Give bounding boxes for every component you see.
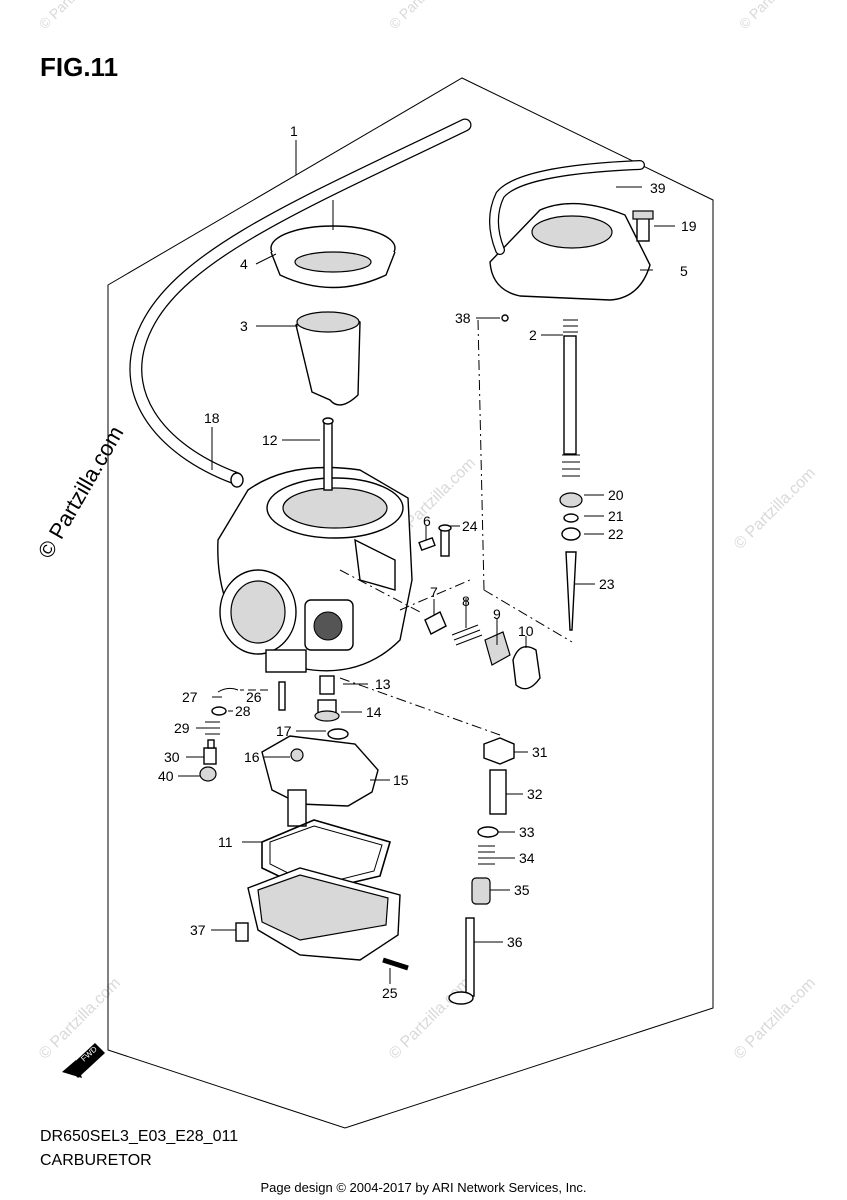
watermark: © Partzilla.com	[386, 975, 474, 1063]
callout-17[interactable]: 17	[276, 723, 292, 739]
callout-20[interactable]: 20	[608, 487, 624, 503]
callout-25[interactable]: 25	[382, 985, 398, 1001]
watermark: © Partzilla.com	[731, 975, 819, 1063]
accelerator-pump	[261, 735, 379, 827]
callout-19[interactable]: 19	[681, 218, 697, 234]
callout-29[interactable]: 29	[174, 720, 190, 736]
float-bowl	[247, 867, 401, 961]
section-name: CARBURETOR	[40, 1152, 152, 1169]
bowl-screws	[235, 922, 409, 971]
callout-34[interactable]: 34	[519, 850, 535, 866]
callout-39[interactable]: 39	[650, 180, 666, 196]
idle-adjust-set	[424, 611, 541, 690]
callout-15[interactable]: 15	[393, 772, 409, 788]
callout-13[interactable]: 13	[375, 676, 391, 692]
callout-27[interactable]: 27	[182, 689, 198, 705]
callout-11[interactable]: 11	[218, 834, 233, 850]
float-bowl-gasket	[261, 819, 391, 893]
callout-37[interactable]: 37	[190, 922, 206, 938]
watermark: © Partzilla.com	[36, 0, 114, 32]
forward-arrow: FWD	[62, 1043, 105, 1078]
callout-32[interactable]: 32	[527, 786, 543, 802]
watermark: © Partzilla.com	[36, 975, 124, 1063]
callout-6[interactable]: 6	[423, 513, 431, 529]
callout-35[interactable]: 35	[514, 882, 530, 898]
carburetor-body	[217, 466, 413, 673]
callout-22[interactable]: 22	[608, 526, 624, 542]
small-fittings	[418, 314, 509, 557]
callout-36[interactable]: 36	[507, 934, 523, 950]
watermark: © Partzilla.com	[33, 422, 129, 563]
throttle-piston	[295, 311, 361, 406]
callout-2[interactable]: 2	[529, 327, 537, 343]
callout-14[interactable]: 14	[366, 704, 382, 720]
main-jet-holder	[314, 675, 349, 740]
callout-1[interactable]: 1	[290, 123, 298, 139]
callout-10[interactable]: 10	[518, 623, 534, 639]
callout-18[interactable]: 18	[204, 410, 220, 426]
model-code: DR650SEL3_E03_E28_011	[40, 1128, 239, 1145]
main-jet-stack	[448, 737, 515, 1005]
callout-7[interactable]: 7	[430, 584, 438, 600]
callout-26[interactable]: 26	[246, 689, 262, 705]
callout-24[interactable]: 24	[462, 518, 478, 534]
callout-30[interactable]: 30	[164, 749, 180, 765]
callout-23[interactable]: 23	[599, 576, 615, 592]
footer-credit: Page design © 2004-2017 by ARI Network S…	[260, 1180, 587, 1195]
callout-5[interactable]: 5	[680, 263, 688, 279]
vent-hose	[129, 118, 472, 488]
callout-40[interactable]: 40	[158, 768, 174, 784]
callout-33[interactable]: 33	[519, 824, 535, 840]
pilot-screw-set	[199, 681, 286, 782]
watermark: © Partzilla.com	[731, 465, 819, 553]
figure-title: FIG.11	[40, 52, 119, 82]
callout-16[interactable]: 16	[244, 749, 260, 765]
callout-21[interactable]: 21	[608, 508, 624, 524]
callout-12[interactable]: 12	[262, 432, 278, 448]
callout-4[interactable]: 4	[240, 256, 248, 272]
callout-28[interactable]: 28	[235, 703, 251, 719]
diaphragm	[270, 225, 396, 289]
callout-38[interactable]: 38	[455, 310, 471, 326]
callout-9[interactable]: 9	[493, 606, 501, 622]
callout-numbers: 1 2 3 4 5 6 7 8 9 10 11 12 13 14 15 16 1…	[158, 123, 697, 1001]
needle-jet	[322, 417, 334, 491]
assembly-boundary	[107, 77, 714, 1129]
callout-3[interactable]: 3	[240, 318, 248, 334]
top-cap	[489, 160, 654, 301]
callout-31[interactable]: 31	[532, 744, 548, 760]
watermark: © Partzilla.com	[736, 0, 814, 32]
leader-lines	[178, 140, 675, 984]
jet-needle-assembly	[559, 319, 583, 631]
callout-8[interactable]: 8	[462, 593, 470, 609]
watermark: © Partzilla.com	[386, 0, 464, 32]
